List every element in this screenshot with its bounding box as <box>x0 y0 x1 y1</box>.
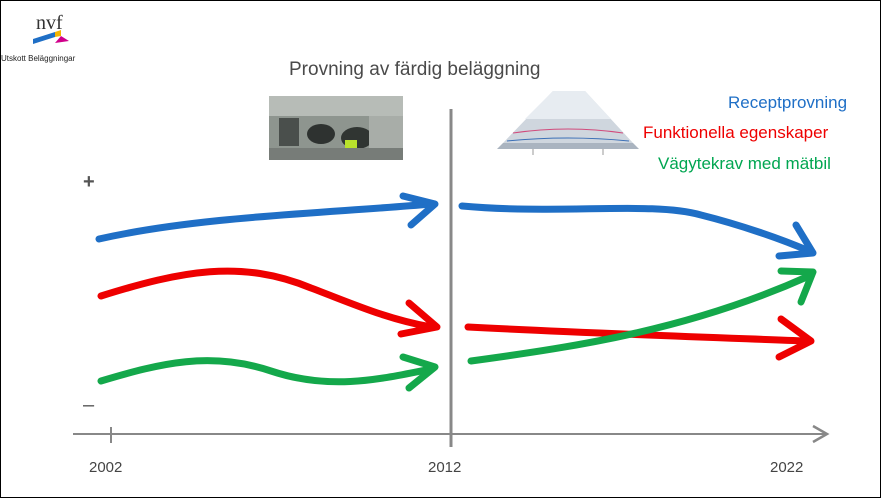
svg-text:nvf: nvf <box>36 12 63 34</box>
receptprovning-arrowhead-2 <box>775 221 817 260</box>
vagytekrav-arrowhead-1 <box>399 353 439 392</box>
road-diagram <box>497 91 639 155</box>
vagytekrav-arrowhead-2 <box>777 267 817 306</box>
legend-vagytekrav: Vägytekrav med mätbil <box>658 154 831 173</box>
funktionella-arrowhead-1 <box>397 299 441 338</box>
vagytekrav-curve-2 <box>467 272 813 365</box>
funktionella-arrowhead-2 <box>775 315 815 361</box>
test-photo <box>269 96 403 160</box>
legend-funktionella-egenskaper: Funktionella egenskaper <box>643 123 829 142</box>
receptprovning-curve-2 <box>458 202 813 255</box>
receptprovning-curve-1 <box>95 200 435 243</box>
tick-2012: 2012 <box>428 459 462 476</box>
minus-label: – <box>83 394 95 416</box>
legend-receptprovning: Receptprovning <box>728 93 848 112</box>
tick-2002: 2002 <box>89 459 123 476</box>
time-axis-arrowhead <box>812 424 830 444</box>
plus-label: + <box>83 171 95 193</box>
funktionella-curve-1 <box>97 267 435 331</box>
vagytekrav-curve-1 <box>97 357 435 386</box>
nvf-logo: nvf <box>33 12 69 44</box>
page-title: Provning av färdig beläggning <box>289 59 541 80</box>
org-label: Utskott Beläggningar <box>1 54 76 63</box>
tick-2022: 2022 <box>770 459 804 476</box>
receptprovning-arrowhead-1 <box>399 192 439 229</box>
